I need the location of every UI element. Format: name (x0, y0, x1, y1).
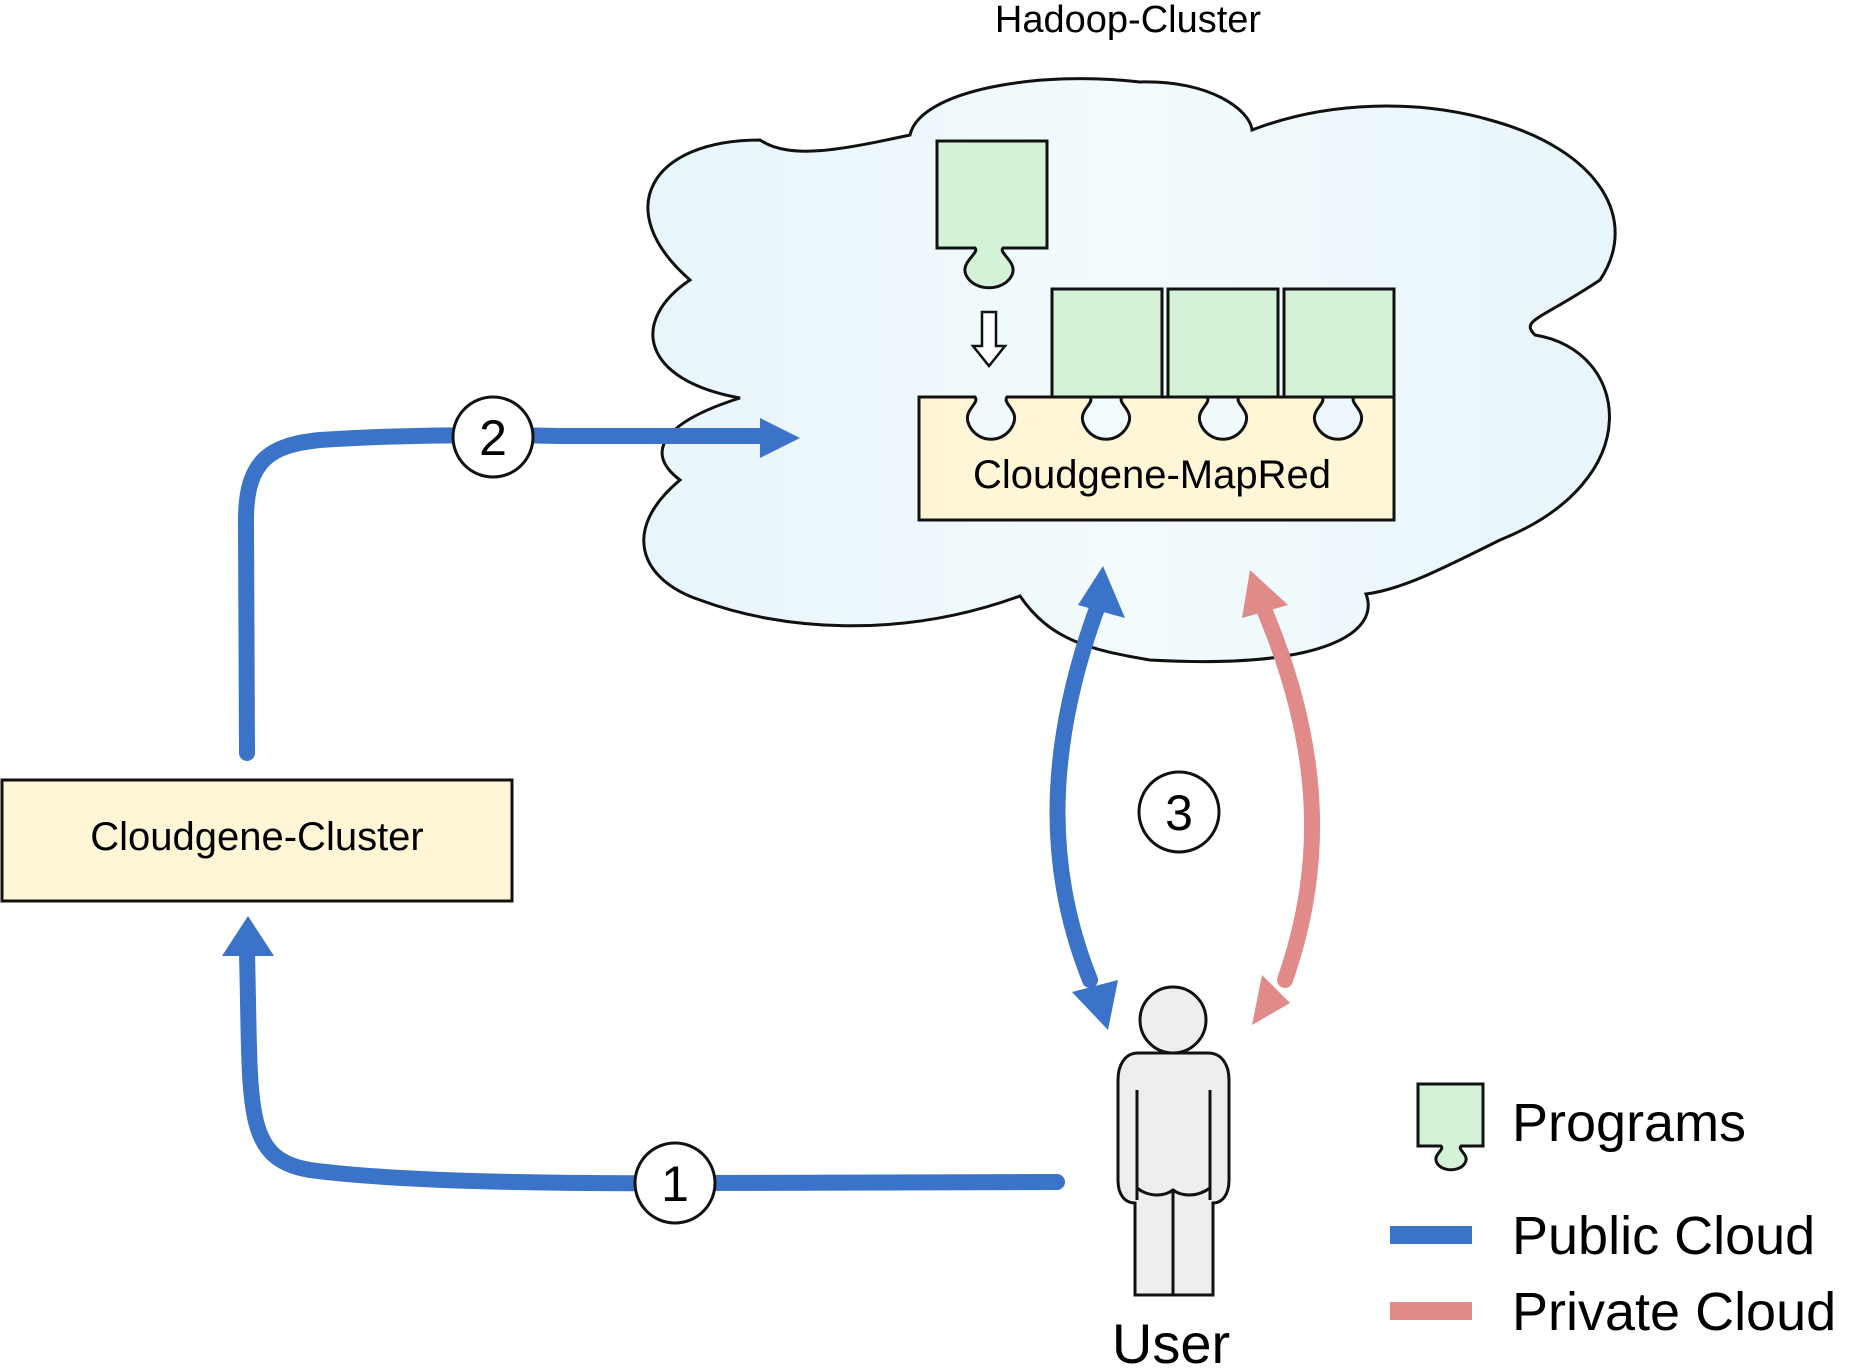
legend-programs-icon (1416, 1082, 1485, 1172)
legend-public-cloud-label: Public Cloud (1512, 1206, 1815, 1266)
mapred-label: Cloudgene-MapRed (973, 453, 1331, 497)
user-label: User (1112, 1312, 1230, 1368)
step3-private-arrow (1242, 570, 1321, 1025)
program-piece-attached (1050, 287, 1164, 399)
legend-private-cloud-label: Private Cloud (1512, 1282, 1836, 1342)
cloudgene-cluster-box: Cloudgene-Cluster (0, 778, 514, 903)
legend-programs-label: Programs (1512, 1093, 1746, 1153)
program-piece-incoming (935, 139, 1049, 290)
cloudgene-mapred-box: Cloudgene-MapRed (917, 395, 1396, 522)
plug-in-arrow-icon (970, 310, 1008, 369)
program-piece-attached (1282, 287, 1396, 399)
step1-badge: 1 (633, 1141, 717, 1225)
legend: Programs Public Cloud Private Cloud (1390, 1082, 1836, 1342)
program-piece-attached (1166, 287, 1280, 399)
step2-number: 2 (479, 410, 507, 466)
cluster-label: Cloudgene-Cluster (90, 815, 424, 859)
user-icon (1116, 985, 1231, 1297)
step3-number: 3 (1165, 785, 1193, 841)
diagram-title: Hadoop-Cluster (995, 0, 1261, 41)
step3-public-arrow (1049, 566, 1125, 1030)
step1-number: 1 (661, 1156, 689, 1212)
step3-badge: 3 (1137, 770, 1221, 854)
step1-arrow (222, 916, 1065, 1192)
step2-badge: 2 (451, 395, 535, 479)
